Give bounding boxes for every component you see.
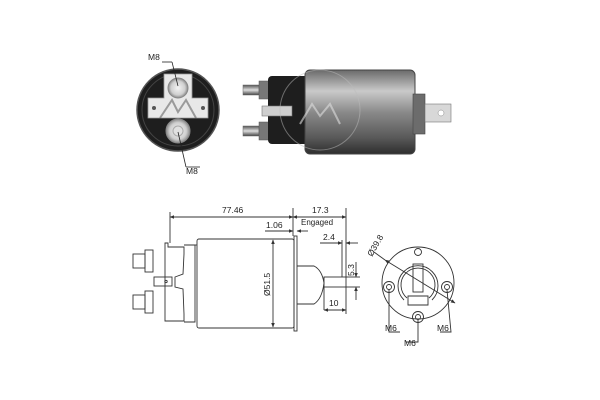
drawing-flange-view bbox=[373, 246, 456, 343]
dim-gap: 1.06 bbox=[266, 220, 283, 230]
photo-label-top-stud: M8 bbox=[148, 52, 160, 62]
dim-bolt-circle: Ø39.8 bbox=[365, 233, 385, 258]
dim-engaged-stroke: 17.3 bbox=[312, 205, 329, 215]
label-hole-bottom: M6 bbox=[404, 338, 416, 348]
drawing-side-view bbox=[132, 208, 360, 332]
dim-plunger-offset: 2.4 bbox=[323, 232, 335, 242]
label-hole-left: M6 bbox=[385, 323, 397, 333]
dim-overall-length: 77.46 bbox=[222, 205, 244, 215]
engaged-label: Engaged bbox=[301, 218, 333, 227]
label-hole-right: M6 bbox=[437, 323, 449, 333]
photo-side-view bbox=[242, 69, 452, 155]
dim-tab-length: 10 bbox=[329, 298, 339, 308]
photo-label-bottom-stud: M8 bbox=[186, 166, 198, 176]
dim-body-diameter: Ø51.5 bbox=[262, 273, 272, 296]
photo-end-view bbox=[136, 61, 220, 168]
dim-tab-height: 5.3 bbox=[346, 264, 356, 276]
